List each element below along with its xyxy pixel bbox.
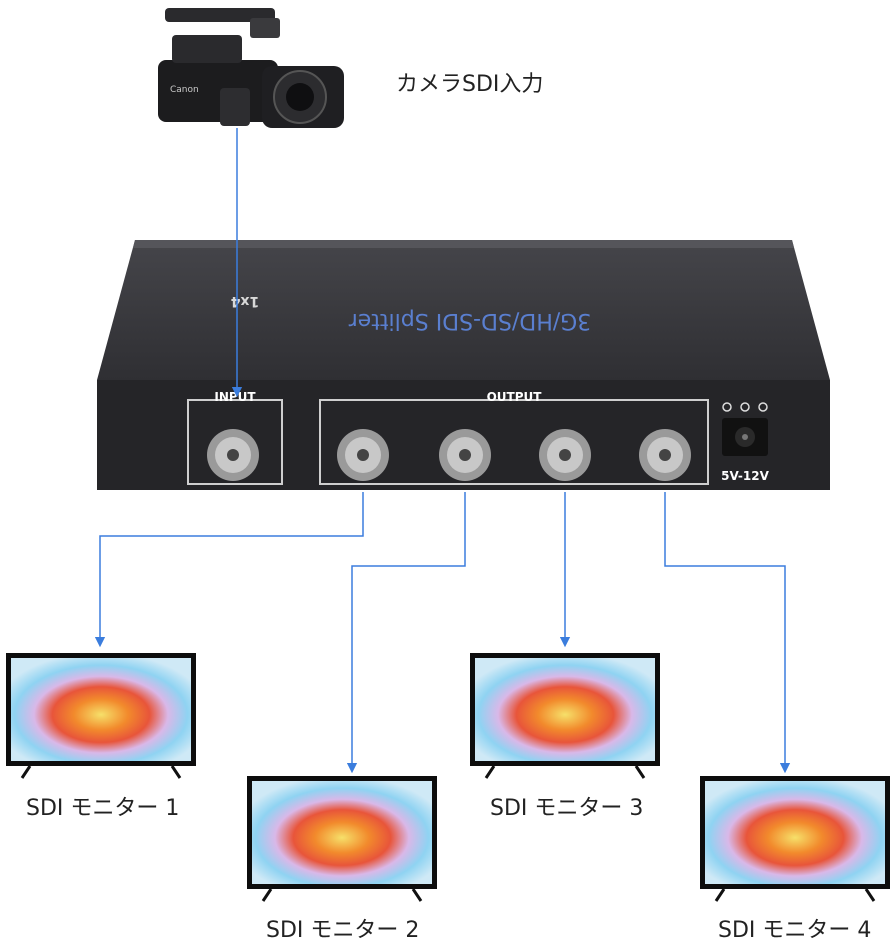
monitor-3-label: SDI モニター 3 [490, 796, 644, 821]
monitor-1 [6, 653, 196, 779]
monitor-2 [247, 776, 437, 902]
splitter-ratio-text: 1x4 [230, 293, 259, 309]
splitter-model-text: 3G/HD/SD-SDI Splitter [348, 308, 592, 333]
bnc-output-connector-4 [639, 429, 691, 481]
power-jack-icon [722, 402, 768, 456]
sdi-splitter-device: 3G/HD/SD-SDI Splitter 1x4 INPUT OUTPUT [97, 240, 830, 490]
camera-brand: Canon [170, 85, 199, 95]
bnc-output-connector-2 [439, 429, 491, 481]
camera-icon: Canon [158, 8, 344, 128]
output-line-4 [664, 492, 791, 774]
monitor-4-label: SDI モニター 4 [718, 918, 872, 943]
power-label: 5V-12V [721, 469, 769, 483]
camera-input-label: カメラSDI入力 [396, 72, 544, 97]
monitor-2-label: SDI モニター 2 [266, 918, 420, 943]
bnc-output-connector-1 [337, 429, 389, 481]
output-label: OUTPUT [487, 390, 543, 404]
monitor-3 [470, 653, 660, 779]
monitor-1-label: SDI モニター 1 [26, 796, 180, 821]
connection-lines [94, 128, 791, 774]
bnc-output-connector-3 [539, 429, 591, 481]
monitor-4 [700, 776, 890, 902]
bnc-input-connector [207, 429, 259, 481]
input-label: INPUT [214, 390, 256, 404]
output-line-1 [94, 492, 364, 648]
output-line-2 [346, 492, 466, 774]
